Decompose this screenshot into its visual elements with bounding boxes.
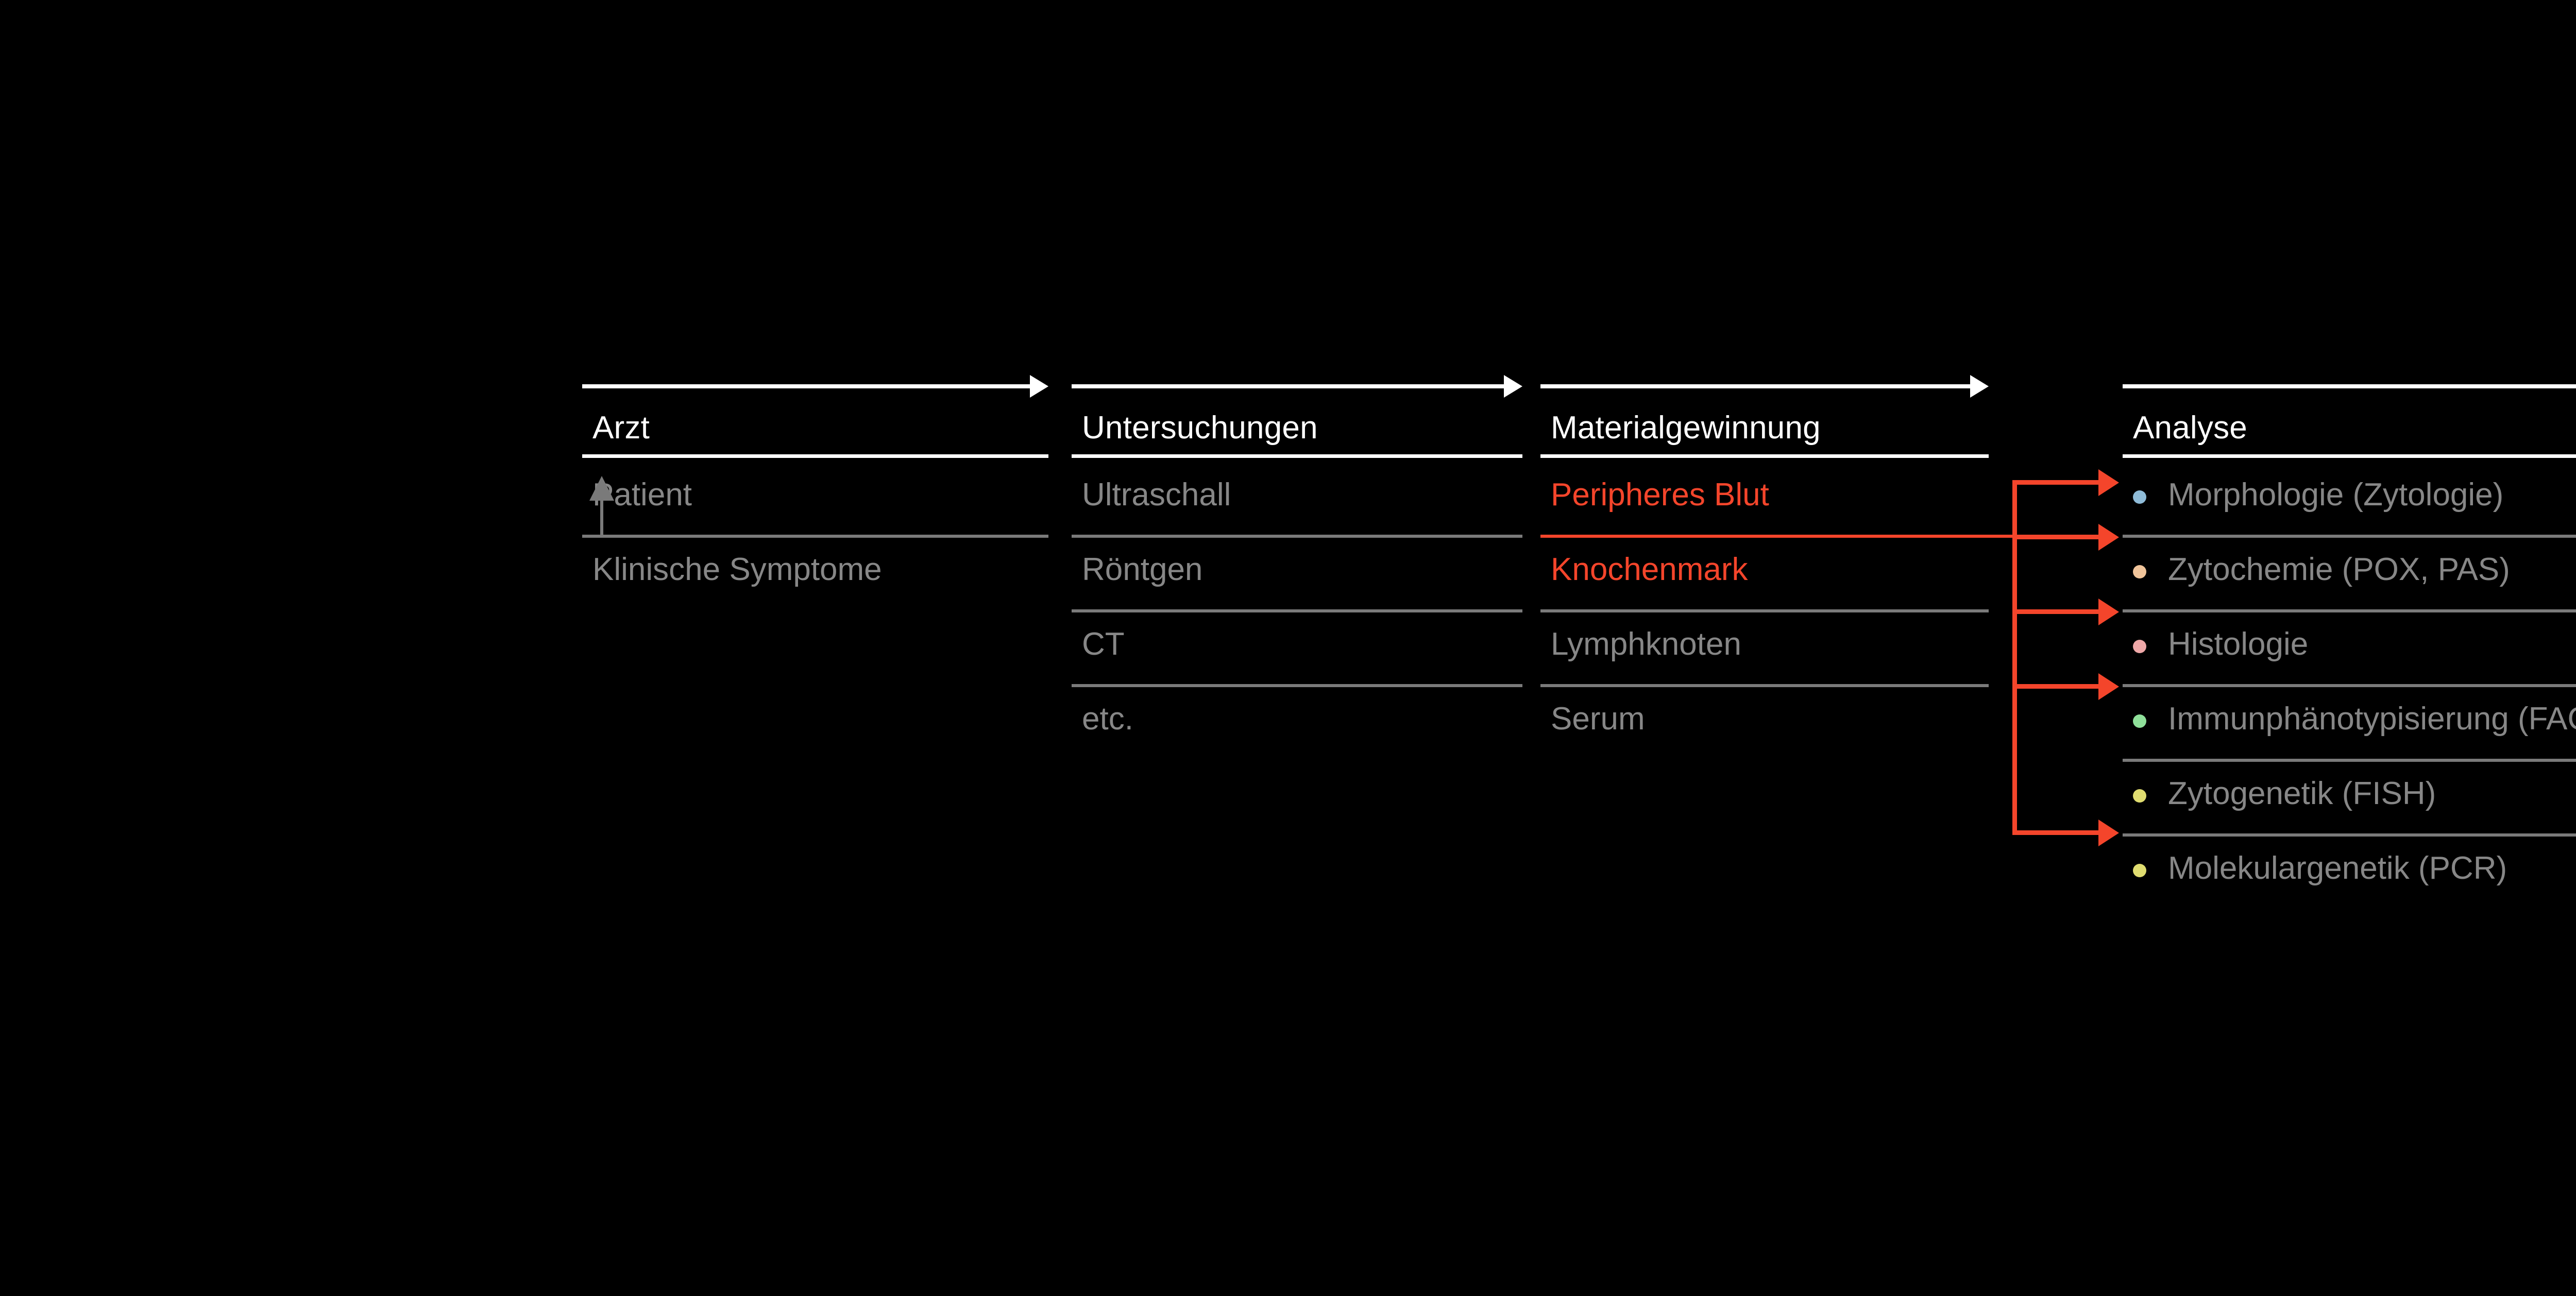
column-header-rule-materialgewinnung — [1540, 454, 1989, 458]
row-label-analyse-4: Zytogenetik (FISH) — [2168, 776, 2436, 811]
row-label-arzt-1: Klinische Symptome — [592, 552, 882, 587]
connector-branch-head-1 — [2098, 524, 2119, 551]
row-divider-untersuchungen-2 — [1072, 684, 1522, 687]
connector-branch-head-0 — [2098, 469, 2119, 496]
bullet-analyse-5 — [2133, 864, 2146, 877]
row-label-materialgewinnung-1: Knochenmark — [1551, 552, 1748, 587]
connector-branch-1 — [2012, 535, 2098, 539]
row-label-materialgewinnung-0: Peripheres Blut — [1551, 477, 1769, 513]
connector-branch-head-2 — [2098, 599, 2119, 625]
row-divider-materialgewinnung-2 — [1540, 684, 1989, 687]
flow-arrow-head-untersuchungen — [1504, 375, 1522, 398]
row-label-untersuchungen-1: Röntgen — [1082, 552, 1203, 587]
flow-arrow-line-untersuchungen — [1072, 384, 1504, 388]
bullet-analyse-4 — [2133, 789, 2146, 803]
connector-branch-head-3 — [2098, 673, 2119, 700]
patient-arrow-stem — [600, 501, 603, 538]
column-header-arzt: Arzt — [592, 410, 650, 446]
column-header-analyse: Analyse — [2133, 410, 2247, 446]
connector-branch-2 — [2012, 609, 2098, 614]
row-divider-materialgewinnung-1 — [1540, 609, 1989, 612]
row-label-analyse-5: Molekulargenetik (PCR) — [2168, 850, 2507, 886]
row-divider-analyse-4 — [2123, 833, 2576, 837]
bullet-analyse-0 — [2133, 490, 2146, 504]
row-divider-analyse-0 — [2123, 535, 2576, 538]
row-label-analyse-0: Morphologie (Zytologie) — [2168, 477, 2504, 513]
connector-branch-head-4 — [2098, 820, 2119, 846]
row-label-untersuchungen-0: Ultraschall — [1082, 477, 1231, 513]
connector-branch-0 — [2012, 480, 2098, 485]
row-label-analyse-1: Zytochemie (POX, PAS) — [2168, 552, 2510, 587]
row-label-analyse-3: Immunphänotypisierung (FACS) — [2168, 701, 2576, 737]
row-divider-analyse-1 — [2123, 609, 2576, 612]
row-divider-untersuchungen-0 — [1072, 535, 1522, 538]
bullet-analyse-3 — [2133, 714, 2146, 728]
row-label-analyse-2: Histologie — [2168, 626, 2309, 662]
row-divider-untersuchungen-1 — [1072, 609, 1522, 612]
flow-arrow-line-materialgewinnung — [1540, 384, 1970, 388]
column-header-rule-untersuchungen — [1072, 454, 1522, 458]
row-divider-arzt-0 — [582, 535, 1048, 538]
column-header-untersuchungen: Untersuchungen — [1082, 410, 1318, 446]
row-divider-analyse-3 — [2123, 759, 2576, 762]
row-divider-analyse-2 — [2123, 684, 2576, 687]
flow-arrow-line-arzt — [582, 384, 1030, 388]
connector-trunk — [2012, 480, 2017, 835]
connector-branch-3 — [2012, 684, 2098, 689]
column-header-materialgewinnung: Materialgewinnung — [1551, 410, 1821, 446]
connector-branch-4 — [2012, 830, 2098, 835]
row-label-untersuchungen-3: etc. — [1082, 701, 1133, 737]
row-label-untersuchungen-2: CT — [1082, 626, 1125, 662]
column-header-rule-analyse — [2123, 454, 2576, 458]
flow-arrow-line-analyse — [2123, 384, 2576, 388]
row-label-materialgewinnung-3: Serum — [1551, 701, 1645, 737]
flow-arrow-head-materialgewinnung — [1970, 375, 1989, 398]
row-divider-materialgewinnung-0 — [1540, 535, 2017, 538]
bullet-analyse-1 — [2133, 565, 2146, 578]
patient-arrow-head — [589, 476, 614, 501]
bullet-analyse-2 — [2133, 640, 2146, 653]
column-header-rule-arzt — [582, 454, 1048, 458]
flow-arrow-head-arzt — [1030, 375, 1048, 398]
row-label-materialgewinnung-2: Lymphknoten — [1551, 626, 1741, 662]
